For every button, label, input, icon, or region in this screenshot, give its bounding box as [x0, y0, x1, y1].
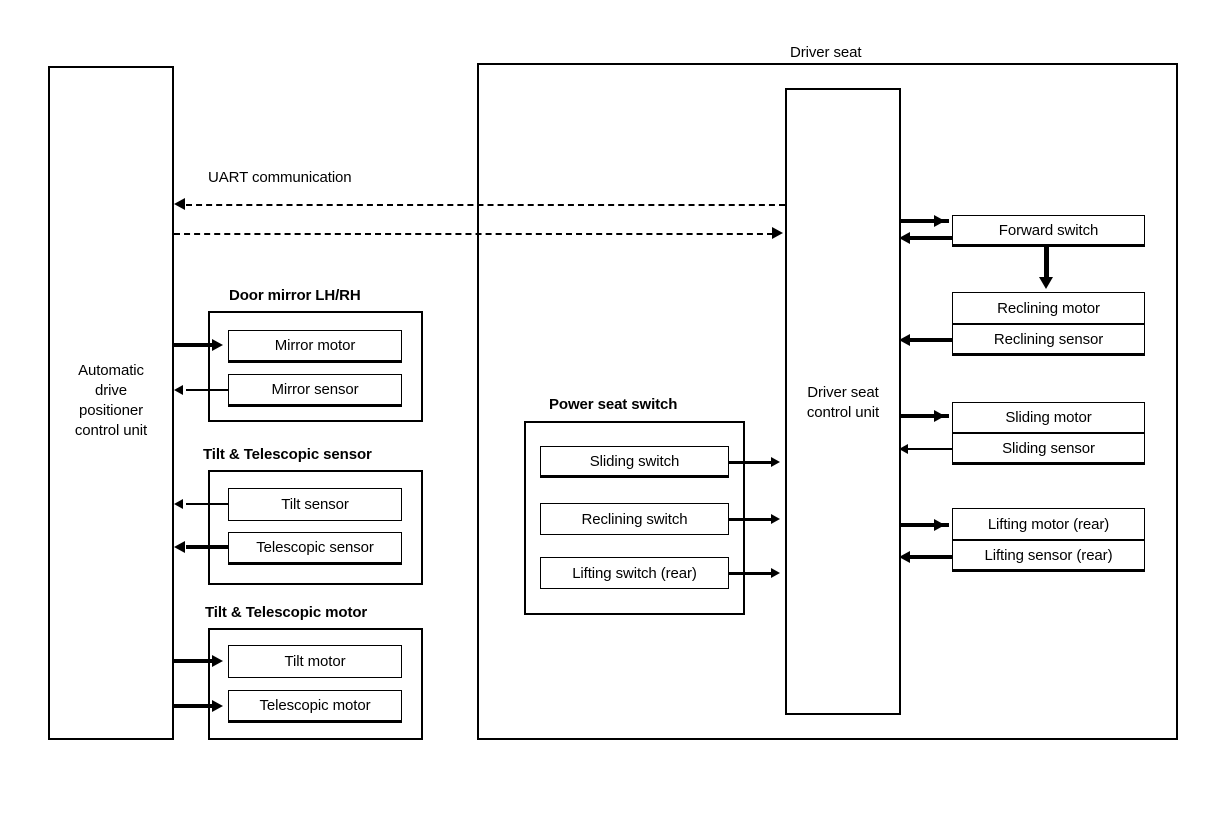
reclining-sensor-arrow-icon [899, 334, 910, 346]
forward-switch-box[interactable]: Forward switch [952, 215, 1145, 247]
reclining-motor-box: Reclining motor [952, 292, 1145, 324]
link-reclining-switch-to-dscu [729, 518, 775, 521]
tilt-motor-arrow-icon [212, 655, 223, 667]
reclining-switch-arrow-icon [771, 514, 780, 524]
power-seat-switch-group-label: Power seat switch [549, 396, 678, 413]
mirror-sensor-box: Mirror sensor [228, 374, 402, 407]
lifting-switch-arrow-icon [771, 568, 780, 578]
tilt-sensor-box: Tilt sensor [228, 488, 402, 521]
automatic-drive-positioner-control-unit [48, 66, 174, 740]
link-forward-switch-to-dscu [904, 236, 952, 240]
tilt-sensor-arrow-icon [174, 499, 183, 509]
lifting-sensor-arrow-icon [899, 551, 910, 563]
forward-switch-in-arrow-icon [934, 215, 945, 227]
reclining-sensor-box: Reclining sensor [952, 324, 1145, 356]
link-positioner-to-tilt-motor [174, 659, 218, 663]
link-positioner-to-telescopic-motor [174, 704, 218, 708]
driver-seat-control-unit [785, 88, 901, 715]
link-lifting-switch-to-dscu [729, 572, 775, 575]
mirror-motor-arrow-icon [212, 339, 223, 351]
uart-line-inbound [186, 204, 785, 206]
sliding-switch-arrow-icon [771, 457, 780, 467]
sliding-motor-arrow-icon [934, 410, 945, 422]
automatic-drive-positioner-control-unit-label: Automatic drive positioner control unit [74, 362, 148, 439]
lifting-motor-rear-box: Lifting motor (rear) [952, 508, 1145, 540]
telescopic-motor-arrow-icon [212, 700, 223, 712]
telescopic-motor-box: Telescopic motor [228, 690, 402, 723]
lifting-motor-arrow-icon [934, 519, 945, 531]
link-lifting-sensor-to-dscu [904, 555, 952, 559]
uart-inbound-arrow-icon [174, 198, 185, 210]
door-mirror-group-label: Door mirror LH/RH [229, 287, 361, 304]
link-forward-switch-to-reclining-motor [1044, 247, 1049, 281]
mirror-motor-box: Mirror motor [228, 330, 402, 363]
tilt-telescopic-motor-group-label: Tilt & Telescopic motor [205, 604, 368, 621]
sliding-sensor-box: Sliding sensor [952, 433, 1145, 465]
link-dscu-to-forward-switch [901, 219, 949, 223]
tilt-motor-box: Tilt motor [228, 645, 402, 678]
uart-outbound-arrow-icon [772, 227, 783, 239]
telescopic-sensor-box: Telescopic sensor [228, 532, 402, 565]
link-dscu-to-lifting-motor [901, 523, 949, 527]
link-reclining-sensor-to-dscu [904, 338, 952, 342]
link-positioner-to-mirror-motor [174, 343, 218, 347]
link-sliding-sensor-to-dscu [904, 448, 952, 450]
telescopic-sensor-arrow-icon [174, 541, 185, 553]
forward-switch-out-arrow-icon [899, 232, 910, 244]
lifting-switch-rear-box[interactable]: Lifting switch (rear) [540, 557, 729, 589]
link-telescopic-sensor-to-positioner [186, 545, 228, 549]
mirror-sensor-arrow-icon [174, 385, 183, 395]
driver-seat-control-unit-label: Driver seat control unit [806, 384, 880, 421]
driver-seat-title: Driver seat [790, 44, 862, 61]
sliding-motor-box: Sliding motor [952, 402, 1145, 433]
reclining-motor-down-arrow-icon [1039, 277, 1053, 289]
tilt-telescopic-sensor-group-label: Tilt & Telescopic sensor [203, 446, 372, 463]
lifting-sensor-rear-box: Lifting sensor (rear) [952, 540, 1145, 572]
sliding-switch-box[interactable]: Sliding switch [540, 446, 729, 478]
uart-communication-label: UART communication [208, 169, 352, 186]
reclining-switch-box[interactable]: Reclining switch [540, 503, 729, 535]
sliding-sensor-arrow-icon [899, 444, 908, 454]
link-mirror-sensor-to-positioner [186, 389, 228, 391]
link-dscu-to-sliding-motor [901, 414, 949, 418]
link-sliding-switch-to-dscu [729, 461, 775, 464]
uart-line-outbound [174, 233, 773, 235]
link-tilt-sensor-to-positioner [186, 503, 228, 505]
